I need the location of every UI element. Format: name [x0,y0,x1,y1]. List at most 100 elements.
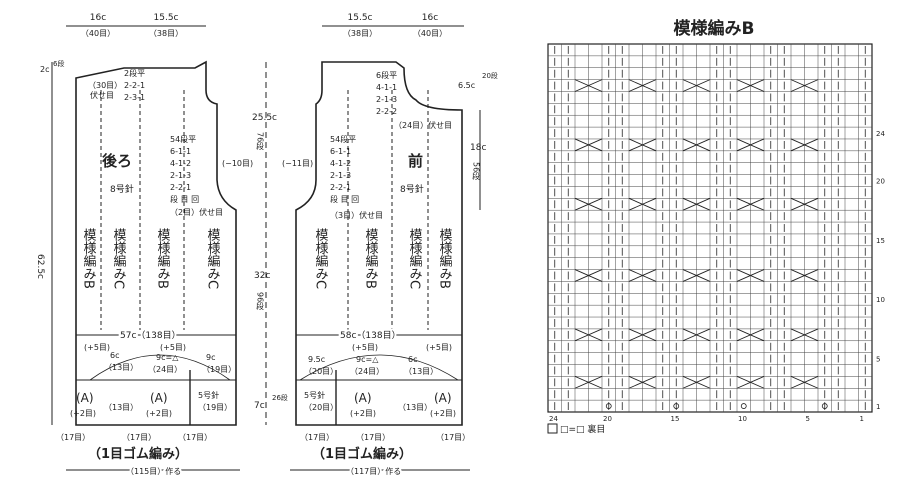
front-bottom-count-2: （17目） [356,433,390,442]
cable-cross-icon [628,328,657,342]
front-needle: 8号針 [400,183,424,195]
cable-cross-icon [736,197,765,211]
rib-length-rows: 26段 [272,393,288,402]
front-side-rows: 56段 [472,162,481,181]
back-sub-b-sts: （24目） [148,365,182,374]
back-arm-step-3: 2-1-3 [170,171,191,180]
back-arm-step-0: 54段平 [170,134,196,144]
back-inc-left: (+5目) [84,343,110,352]
front-neck-label: （24目）伏せ目 [394,120,452,130]
front-pattern-1: 模様編みC [313,228,329,289]
chart-row-number: 24 [876,130,885,138]
front-title: 前 [408,152,423,170]
front-rib-mid: （13目） [398,403,432,412]
cable-cross-icon [736,328,765,342]
back-arm-side: (−10目) [222,159,253,168]
cable-cross-icon [790,375,819,389]
cable-cross-icon [628,197,657,211]
front-pattern-3: 模様編みC [407,228,423,289]
cable-cross-icon [682,197,711,211]
cable-cross-icon [628,269,657,282]
back-arm-step-1: 6-1-1 [170,147,191,156]
back-top-width-1-sts: （40目） [81,29,115,38]
cable-cross-icon [736,79,765,92]
front-bottom-count-3: （17目） [436,433,470,442]
back-arm-bindoff: （2目）伏せ目 [170,207,223,217]
chart-row-number: 1 [876,403,880,411]
front-neck-step-1: 4-1-1 [376,83,397,92]
back-ribbing-needle: 5号針 [198,390,219,400]
back-top-width-2-cm: 15.5c [154,13,179,23]
back-rib-a2: (A) [150,391,168,405]
back-neck-step-1: 2-2-1 [124,81,145,90]
front-rib-inc1: (+2目) [350,409,376,418]
cable-cross-icon [790,328,819,342]
mid-length-rows: 96段 [256,292,265,311]
mid-length-cm: 32c [254,271,270,281]
back-bottom-count-2: （17目） [122,433,156,442]
front-bottom-count-1: （17目） [300,433,334,442]
chart-row-number: 5 [876,356,880,364]
chart-col-number: 10 [738,415,747,423]
cable-cross-icon [628,79,657,92]
back-cast-on: （115目）作る [126,466,181,476]
back-sub-b-cm: 9c=△ [156,353,179,362]
cable-cross-icon [790,138,819,152]
cable-cross-icon [682,269,711,282]
back-arm-step-2: 4-1-2 [170,159,191,168]
front-inc-left: (+5目) [352,343,378,352]
chart-legend: □=□ 裏目 [560,423,605,435]
front-top-width-2-sts: （40目） [413,29,447,38]
front-sub-c-sts: （13目） [404,367,438,376]
front-arm-step-1: 6-1-1 [330,147,351,156]
front-top-width-1-sts: （38目） [343,29,377,38]
chart-title: 模様編みB [674,18,755,39]
legend-box-icon [547,423,558,434]
front-piece: 15.5c （38目） 16c （40目） 6.5c 20段 18c 56段 6… [282,13,498,478]
back-shoulder-rows: 6段 [53,59,64,68]
cable-cross-icon [790,197,819,211]
back-pattern-1: 模様編みB [81,228,97,289]
back-sub-c-cm: 9c [206,353,216,362]
back-rib-a1: (A) [76,391,94,405]
cable-cross-icon [790,269,819,282]
front-neck-step-2: 2-1-3 [376,95,397,104]
front-side-cm: 18c [470,143,486,153]
front-rib-a1: (A) [354,391,372,405]
chart-row-number: 20 [876,178,885,186]
rib-length-cm: 7c [254,401,265,411]
back-arm-step-5: 段 目 回 [170,194,199,204]
front-sub-a-cm: 9.5c [308,355,325,364]
front-inc-right: (+5目) [426,343,452,352]
back-pattern-4: 模様編みC [205,228,221,289]
cable-cross-icon [574,269,603,282]
back-needle: 8号針 [110,183,134,195]
top-length-rows: 76段 [256,132,265,151]
back-pattern-3: 模様編みB [155,228,171,289]
back-top-width-2-sts: （38目） [149,29,183,38]
chart-row-number: 10 [876,296,885,304]
back-arm-step-4: 2-2-1 [170,183,191,192]
front-outline [295,61,463,426]
back-title: 後ろ [101,152,132,170]
front-neck-step-0: 6段平 [376,70,397,80]
back-ribbing-sts: （19目） [198,403,232,412]
chart-col-number: 5 [806,415,810,423]
front-shoulder-cm: 6.5c [458,81,475,90]
front-ribbing-needle: 5号針 [304,390,325,400]
front-sub-b-sts: （24目） [350,367,384,376]
total-length: 62.5c [35,254,45,279]
chart-col-number: 20 [603,415,612,423]
back-piece: 16c （40目） 15.5c （38目） 2c 6段 （30目） 伏せ目 2段… [40,13,253,478]
front-arm-step-0: 54段平 [330,134,356,144]
front-ribbing-sts: （20目） [304,403,338,412]
front-cast-on: （117目）作る [346,466,401,476]
back-neck-sts: （30目） [88,81,122,90]
back-neck-step-0: 2段平 [124,68,145,78]
cable-cross-icon [574,79,603,92]
cable-cross-icon [574,375,603,389]
cable-cross-icon [574,138,603,152]
back-sub-a-cm: 6c [110,351,120,360]
